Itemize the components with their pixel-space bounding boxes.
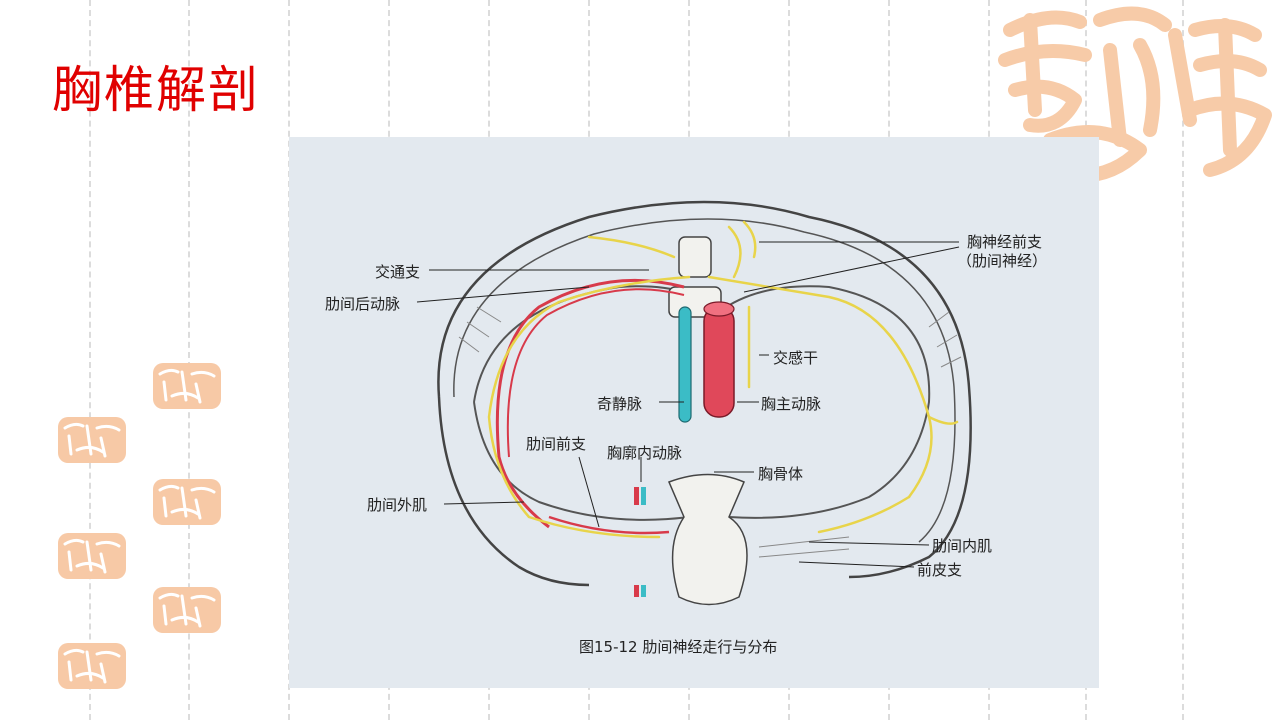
calligraphy-stamp-small: [153, 479, 221, 525]
calligraphy-stamp-small: [58, 533, 126, 579]
label-sympathetic-trunk: 交感干: [773, 349, 819, 367]
calligraphy-stamp-large: [998, 6, 1272, 183]
label-anterior-intercostal-branch: 肋间前支: [526, 435, 587, 453]
label-anterior-cutaneous-branch: 前皮支: [917, 561, 963, 579]
intercostal-nerve-illustration: [416, 200, 972, 606]
label-internal-intercostal-muscle: 肋间内肌: [932, 537, 993, 555]
label-intercostal-nerve: （肋间神经）: [957, 252, 1048, 270]
label-thoracic-aorta: 胸主动脉: [761, 395, 822, 413]
figure-caption: 图15-12 肋间神经走行与分布: [579, 638, 778, 656]
label-thoracic-nerve-anterior-branch: 胸神经前支: [967, 233, 1043, 251]
label-posterior-intercostal-artery: 肋间后动脉: [325, 295, 401, 313]
calligraphy-stamp-small: [58, 643, 126, 689]
grid-line: [89, 0, 91, 720]
label-communicating-branch: 交通支: [375, 263, 421, 281]
label-internal-thoracic-artery: 胸廓内动脉: [607, 444, 683, 462]
grid-line: [1182, 0, 1184, 720]
calligraphy-stamp-small: [153, 587, 221, 633]
anatomy-figure: 胸神经前支 （肋间神经） 交通支 肋间后动脉 交感干 奇静脉 胸主动脉 肋间前支…: [289, 137, 1099, 688]
label-external-intercostal-muscle: 肋间外肌: [367, 496, 428, 514]
grid-line: [188, 0, 190, 720]
label-sternum-body: 胸骨体: [758, 465, 804, 483]
label-azygos-vein: 奇静脉: [597, 395, 643, 413]
page-title: 胸椎解剖: [52, 61, 260, 119]
calligraphy-stamp-small: [58, 417, 126, 463]
calligraphy-stamp-small: [153, 363, 221, 409]
